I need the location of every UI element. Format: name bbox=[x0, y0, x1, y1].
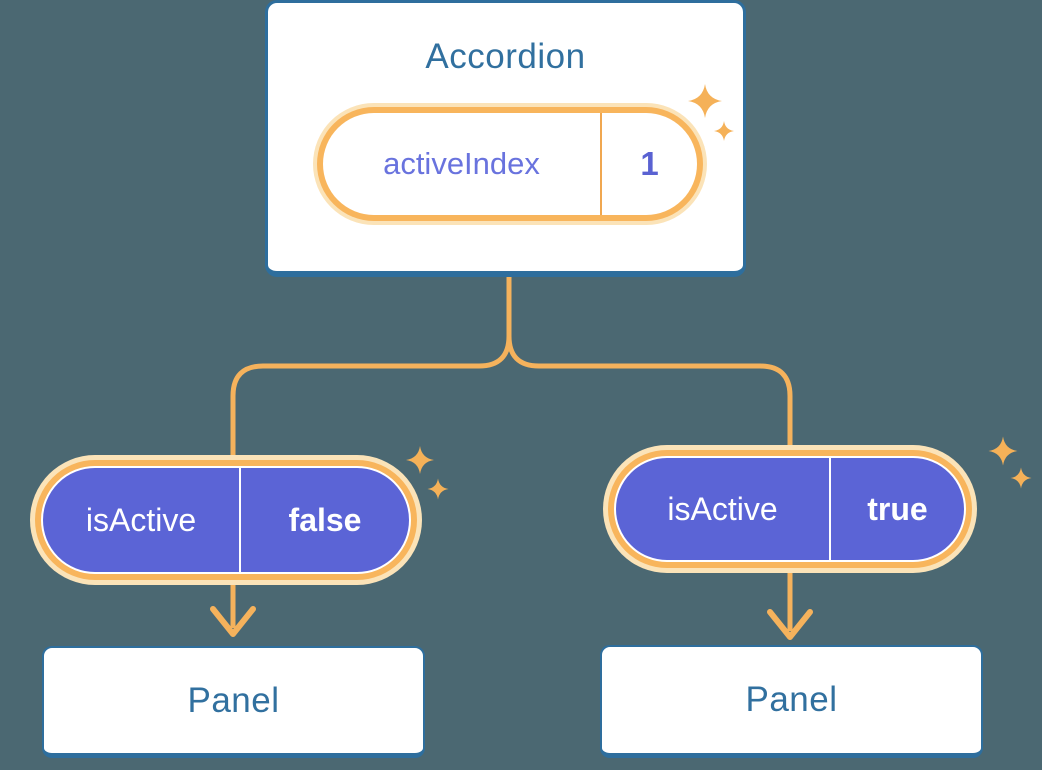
sparkle-icon bbox=[427, 478, 449, 500]
panel-title: Panel bbox=[187, 680, 280, 720]
connector-left-branch bbox=[230, 270, 512, 628]
state-pill-divider bbox=[600, 113, 602, 215]
panel-card-right: Panel bbox=[600, 645, 983, 758]
sparkle-icon bbox=[714, 121, 734, 141]
prop-pill-value: true bbox=[867, 490, 928, 527]
prop-pill-true: isActive true bbox=[603, 445, 977, 573]
prop-pill-label: isActive bbox=[667, 490, 778, 527]
panel-card-left: Panel bbox=[42, 646, 425, 758]
sparkle-icon bbox=[688, 84, 722, 118]
state-pill-label: activeIndex bbox=[383, 146, 540, 181]
state-pill-body: activeIndex 1 bbox=[323, 113, 697, 215]
prop-pill-body: isActive true bbox=[614, 456, 966, 562]
panel-title: Panel bbox=[745, 680, 838, 719]
prop-pill-value: false bbox=[288, 501, 362, 538]
prop-pill-label: isActive bbox=[85, 501, 197, 538]
sparkle-icon bbox=[1010, 467, 1032, 489]
prop-pill-false: isActive false bbox=[30, 455, 422, 585]
state-pill: activeIndex 1 bbox=[313, 103, 707, 225]
state-pill-value: 1 bbox=[640, 145, 659, 182]
sparkle-icon bbox=[988, 436, 1018, 466]
prop-pill-divider bbox=[239, 468, 241, 572]
prop-pill-divider bbox=[829, 458, 831, 560]
arrow-down-right-icon bbox=[767, 609, 813, 640]
sparkle-icon bbox=[406, 446, 434, 474]
arrow-down-left-icon bbox=[210, 606, 256, 637]
connector-right-branch bbox=[506, 270, 793, 631]
accordion-title: Accordion bbox=[425, 37, 586, 76]
prop-pill-body: isActive false bbox=[41, 466, 411, 574]
